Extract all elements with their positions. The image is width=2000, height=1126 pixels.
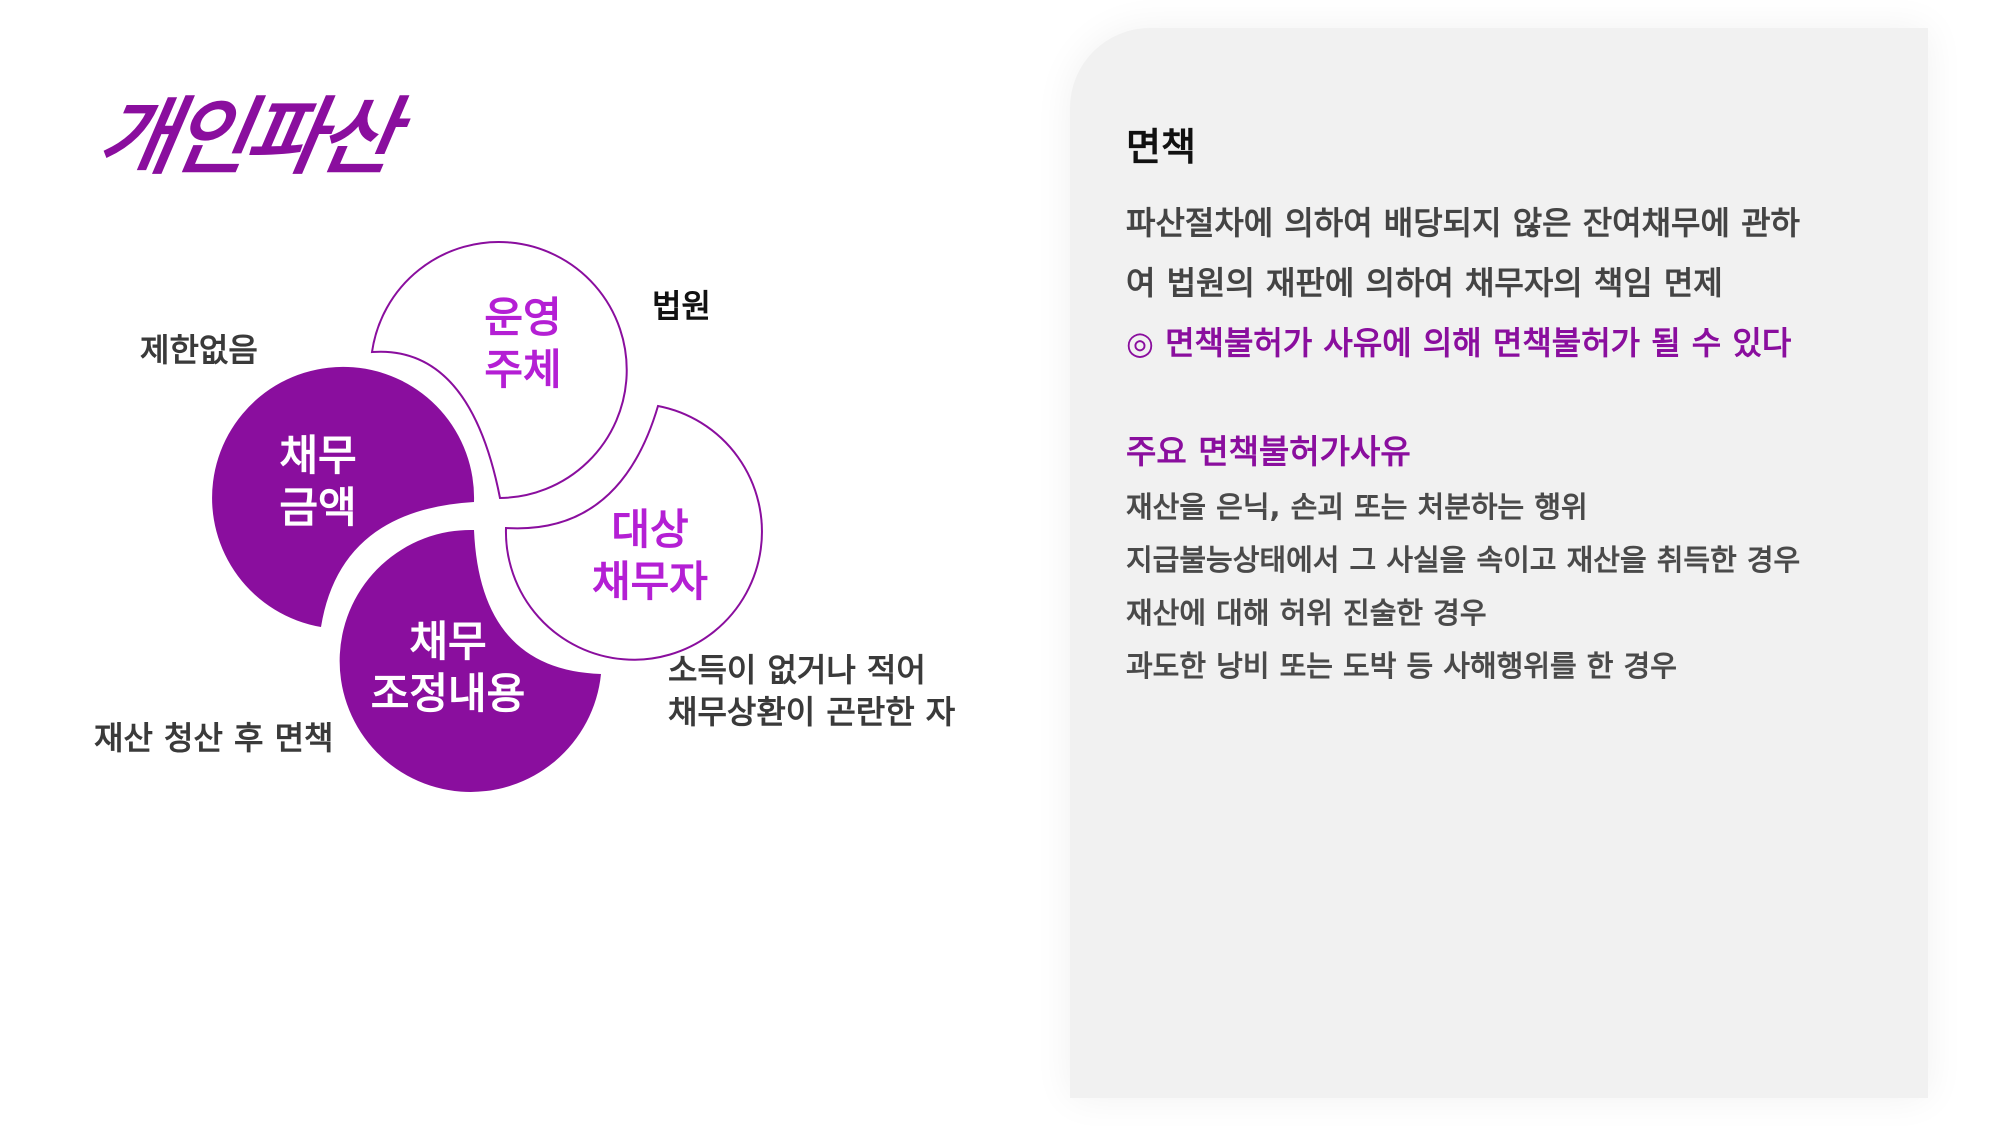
label-adjustment: 재산 청산 후 면책 [94, 719, 334, 757]
panel-note: ◎ 면책불허가 사유에 의해 면책불허가 될 수 있다 [1126, 324, 1792, 362]
petal-amount-line2: 금액 [279, 483, 356, 532]
label-amount: 제한없음 [140, 331, 258, 369]
panel-body-line1: 파산절차에 의하여 배당되지 않은 잔여채무에 관하 [1126, 204, 1800, 242]
discharge-panel: 면책 파산절차에 의하여 배당되지 않은 잔여채무에 관하 여 법원의 재판에 … [1070, 28, 1928, 1098]
petal-diagram: 운영 주체 대상 채무자 채무 금액 채무 조정내용 [212, 241, 763, 792]
petal-operator-line1: 운영 [484, 293, 561, 342]
list-item: 지급불능상태에서 그 사실을 속이고 재산을 취득한 경우 [1126, 543, 1801, 577]
petal-operator-line2: 주체 [484, 345, 561, 394]
label-target-line1: 소득이 없거나 적어 [668, 651, 926, 689]
petal-adjustment [339, 529, 601, 792]
petal-target [504, 404, 763, 661]
petal-adjustment-line1: 채무 [409, 617, 486, 666]
petal-operator [370, 241, 628, 500]
label-target-line2: 채무상환이 곤란한 자 [668, 693, 956, 731]
panel-subheading: 주요 면책불허가사유 [1126, 432, 1411, 471]
label-operator: 법원 [652, 287, 711, 325]
list-item: 과도한 낭비 또는 도박 등 사해행위를 한 경우 [1126, 649, 1677, 683]
list-item: 재산을 은닉, 손괴 또는 처분하는 행위 [1126, 490, 1588, 524]
panel-body-line2: 여 법원의 재판에 의하여 채무자의 책임 면제 [1126, 264, 1723, 302]
list-item: 재산에 대해 허위 진술한 경우 [1126, 596, 1487, 630]
petal-amount [212, 366, 475, 627]
panel-heading: 면책 [1126, 125, 1196, 169]
petal-target-line2: 채무자 [592, 557, 708, 606]
petal-target-line1: 대상 [611, 505, 688, 554]
petal-adjustment-line2: 조정내용 [371, 669, 526, 718]
petal-amount-line1: 채무 [279, 431, 356, 480]
